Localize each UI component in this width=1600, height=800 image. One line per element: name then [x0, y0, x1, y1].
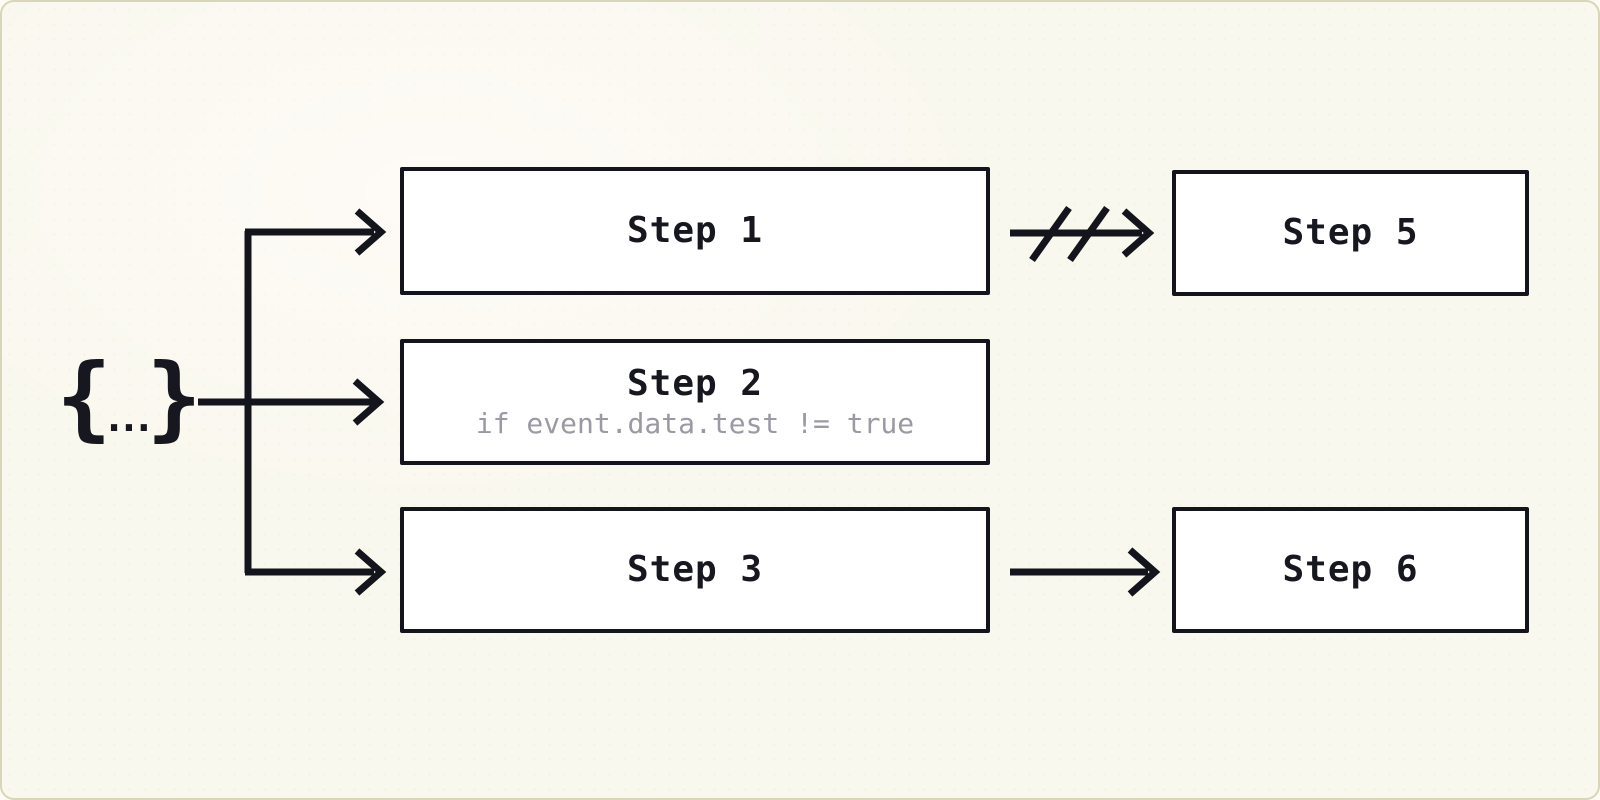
- arrow-source-to-step2: [198, 378, 385, 426]
- step-label: Step 5: [1282, 212, 1419, 254]
- step-node-6[interactable]: Step 6: [1172, 507, 1529, 633]
- step-node-5[interactable]: Step 5: [1172, 170, 1529, 296]
- braces-icon: { ... }: [56, 350, 201, 454]
- step-label: Step 1: [626, 210, 764, 252]
- step-node-2[interactable]: Step 2 if event.data.test != true: [400, 339, 990, 465]
- step-node-1[interactable]: Step 1: [400, 167, 990, 295]
- step-label: Step 6: [1282, 549, 1419, 591]
- step-label: Step 2: [626, 362, 764, 404]
- arrow-step1-to-step5-broken: [1010, 205, 1155, 263]
- branch-connector: [244, 208, 387, 596]
- braces-dots: ...: [102, 396, 156, 440]
- brace-open: {: [56, 344, 112, 451]
- arrow-step3-to-step6: [1010, 547, 1161, 597]
- step-condition: if event.data.test != true: [475, 407, 915, 441]
- brace-close: }: [146, 344, 202, 451]
- step-label: Step 3: [626, 549, 764, 591]
- step-node-3[interactable]: Step 3: [400, 507, 990, 633]
- broken-link-slashes: [1029, 205, 1110, 263]
